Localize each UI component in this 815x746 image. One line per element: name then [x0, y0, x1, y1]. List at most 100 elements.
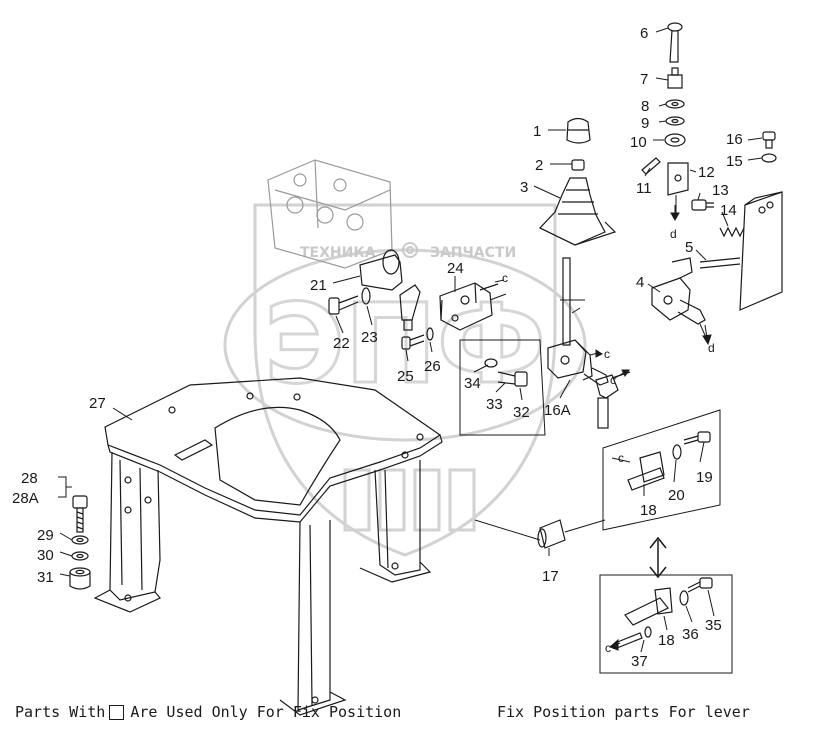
caption-fix-position-note: Parts With Are Used Only For Fix Positio… [15, 703, 401, 721]
ref-letter-d: d [708, 341, 715, 355]
caption-left-text-start: Parts With [15, 703, 106, 721]
washer-30 [71, 551, 89, 561]
watermark-bar [343, 468, 371, 532]
nut-10 [664, 133, 686, 147]
frame-bracket-27 [93, 377, 443, 716]
callout-6: 6 [640, 25, 648, 42]
double-arrow-icon [649, 536, 667, 579]
callout-12: 12 [698, 164, 715, 181]
callout-8: 8 [641, 98, 649, 115]
fix-position-box-35-37 [599, 574, 733, 674]
fix-position-box-18-20 [602, 409, 721, 531]
washer-34 [484, 358, 498, 368]
callout-3: 3 [520, 179, 528, 196]
washer-23 [361, 287, 371, 305]
leaders-32-34 [473, 364, 571, 401]
leaders-22-26 [335, 276, 456, 362]
bolt-35 [687, 577, 713, 593]
shaft-18 [627, 451, 665, 491]
callout-11: 11 [636, 180, 652, 197]
washer-15 [761, 153, 777, 163]
callout-22: 22 [333, 335, 350, 352]
leaders-1-3 [533, 129, 585, 314]
callout-16: 16 [726, 131, 743, 148]
caption-right-text: Fix Position parts For lever [497, 703, 750, 721]
callout-24: 24 [447, 260, 464, 277]
bolt-22 [328, 295, 359, 315]
ref-letter-c: c [604, 347, 610, 361]
nut-2 [571, 159, 585, 171]
callout-21: 21 [310, 277, 327, 294]
callout-27: 27 [89, 395, 106, 412]
pin-13 [691, 199, 714, 211]
callout-14: 14 [720, 202, 737, 219]
callout-19: 19 [696, 469, 713, 486]
handle-rod-6 [667, 22, 683, 63]
callout-29: 29 [37, 527, 54, 544]
callout-1: 1 [533, 123, 541, 140]
boot-3 [539, 177, 617, 246]
callout-16a: 16A [544, 402, 571, 419]
callout-23: 23 [361, 329, 378, 346]
callout-32: 32 [513, 404, 530, 421]
control-lever-16a [547, 257, 609, 386]
leader-21 [332, 275, 361, 284]
callout-28a: 28A [12, 490, 39, 507]
callout-37: 37 [631, 653, 648, 670]
caption-left-text-end: Are Used Only For Fix Position [130, 703, 402, 721]
arrow-icons [494, 205, 712, 651]
callout-4: 4 [636, 274, 644, 291]
callout-18-alt: 18 [658, 632, 675, 649]
callout-2: 2 [535, 157, 543, 174]
bolt-28 [72, 495, 88, 533]
washer-8 [665, 99, 685, 109]
shaft-18-alt [624, 587, 673, 626]
callout-15: 15 [726, 153, 743, 170]
callout-36: 36 [682, 626, 699, 643]
callout-28: 28 [21, 470, 38, 487]
knob-1 [566, 117, 591, 144]
ref-letter-d: d [670, 227, 677, 241]
washer-20 [672, 444, 682, 460]
callout-26: 26 [424, 358, 441, 375]
watermark-bar [448, 468, 476, 532]
fix-position-box-32-34 [459, 339, 546, 436]
leaders-28-31 [58, 476, 73, 577]
lever-4 [651, 257, 706, 325]
callout-13: 13 [712, 182, 729, 199]
bolt-25-small [401, 334, 425, 350]
ref-letter-c: c [610, 373, 616, 387]
plate-bracket [739, 191, 783, 311]
pin-11 [641, 157, 661, 175]
ref-letter-c: c [502, 271, 508, 285]
ref-letter-c: c [618, 451, 624, 465]
nut-7 [667, 67, 683, 89]
callout-17: 17 [542, 568, 559, 585]
callout-35: 35 [705, 617, 722, 634]
washer-29 [71, 535, 89, 545]
cushion-31 [69, 567, 91, 590]
callout-10: 10 [630, 134, 647, 151]
leaders-4-16 [644, 27, 763, 343]
washer-36 [679, 590, 689, 606]
leaders-35-37 [640, 589, 715, 653]
washer-9 [665, 116, 685, 126]
watermark-logo-letters: ЭПФ [264, 280, 546, 408]
bolt-19 [683, 431, 711, 445]
clevis-12 [667, 162, 689, 196]
callout-7: 7 [640, 71, 648, 88]
leaders-17-20 [474, 441, 705, 556]
lever-24 [439, 282, 507, 331]
callout-30: 30 [37, 547, 54, 564]
callout-20: 20 [668, 487, 685, 504]
gear-icon [402, 242, 418, 258]
collar-17 [537, 519, 566, 549]
callout-33: 33 [486, 396, 503, 413]
part-number-labels: 1 2 3 4 5 6 7 8 9 10 11 12 13 14 15 16 1… [12, 25, 743, 670]
bracket-21 [359, 249, 403, 291]
bolt-33 [497, 371, 528, 387]
spring-14 [719, 226, 745, 238]
fix-position-box-icon [109, 704, 125, 720]
